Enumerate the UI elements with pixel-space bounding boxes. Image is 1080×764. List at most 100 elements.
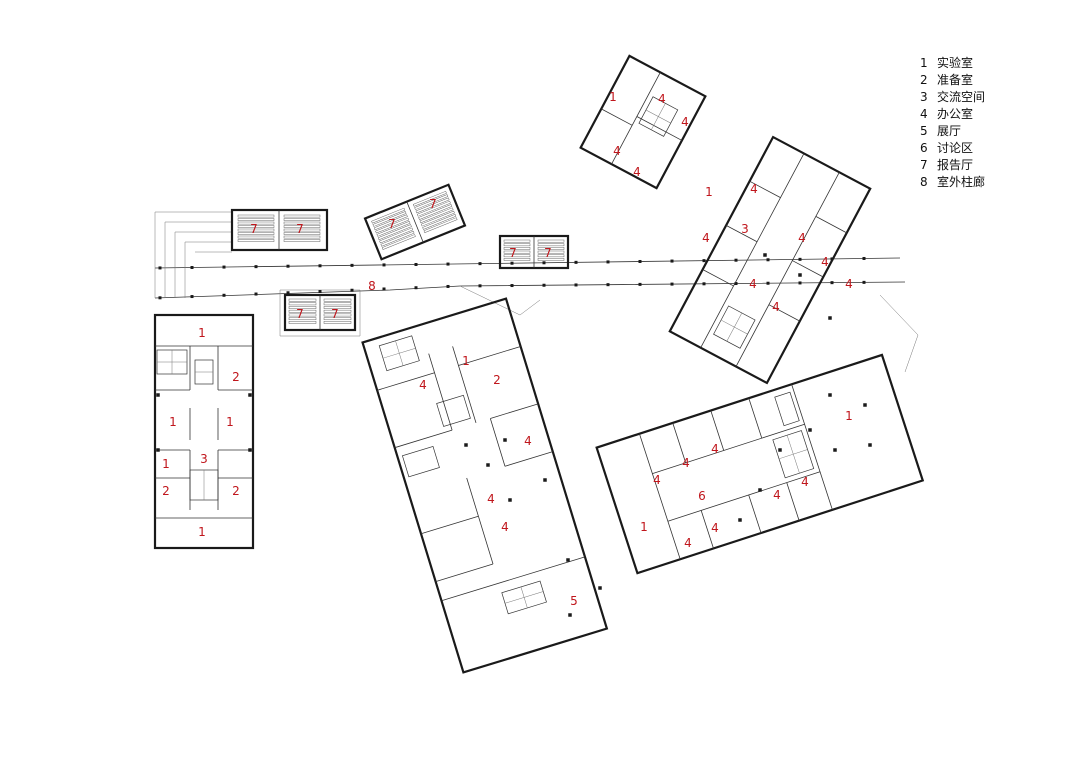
colonnade-column bbox=[734, 258, 738, 262]
aud-7: 7 bbox=[296, 307, 304, 321]
seat-row bbox=[503, 258, 531, 261]
colonnade-column bbox=[414, 262, 418, 266]
seat-row bbox=[503, 239, 531, 243]
c-hall: 5 bbox=[570, 594, 578, 608]
seat-row bbox=[237, 221, 275, 225]
seat-row bbox=[288, 317, 317, 321]
colonnade-column bbox=[734, 282, 738, 286]
colonnade-column bbox=[798, 281, 802, 285]
se-off-4: 4 bbox=[711, 521, 719, 535]
seat-row bbox=[323, 309, 352, 313]
colonnade-column bbox=[158, 296, 162, 300]
colonnade-column bbox=[350, 263, 354, 267]
aud-4: 7 bbox=[429, 197, 437, 211]
w-prep-2: 2 bbox=[162, 484, 170, 498]
c-off-1: 4 bbox=[419, 378, 427, 392]
aud-6: 7 bbox=[544, 246, 552, 260]
ne-off-4: 4 bbox=[633, 165, 641, 179]
structural-column bbox=[863, 403, 867, 407]
colonnade-column bbox=[702, 259, 706, 263]
colonnade-column bbox=[382, 263, 386, 267]
colonnade-column bbox=[542, 283, 546, 287]
seat-row bbox=[237, 235, 275, 239]
structural-column bbox=[763, 253, 767, 257]
structural-column bbox=[248, 393, 252, 397]
seat-row bbox=[323, 313, 352, 317]
seat-row bbox=[323, 321, 352, 324]
colonnade-column bbox=[190, 295, 194, 299]
seat-row bbox=[412, 190, 447, 207]
colonnade-column bbox=[798, 257, 802, 261]
e-off-3: 4 bbox=[798, 231, 806, 245]
se-off-5: 4 bbox=[684, 536, 692, 550]
e-lab-1: 1 bbox=[705, 185, 713, 199]
w-lab-2: 1 bbox=[169, 415, 177, 429]
seat-row bbox=[380, 230, 415, 247]
structural-column bbox=[758, 488, 762, 492]
seat-row bbox=[537, 254, 565, 258]
colonnade-column bbox=[286, 264, 290, 268]
w-prep-3: 2 bbox=[232, 484, 240, 498]
e-off-7: 4 bbox=[772, 300, 780, 314]
w-lab-top: 1 bbox=[198, 326, 206, 340]
colonnade-column bbox=[830, 281, 834, 285]
auditorium-bottom-left bbox=[283, 293, 357, 332]
structural-column bbox=[868, 443, 872, 447]
aud-5: 7 bbox=[509, 246, 517, 260]
seat-row bbox=[372, 211, 407, 227]
colonnade-column bbox=[158, 266, 162, 270]
se-off-2: 4 bbox=[682, 456, 690, 470]
seat-row bbox=[283, 225, 321, 228]
structural-column bbox=[486, 463, 490, 467]
colonnade-column bbox=[350, 288, 354, 292]
c-off-4: 4 bbox=[501, 520, 509, 534]
colonnade-column bbox=[382, 287, 386, 291]
seat-row bbox=[288, 321, 317, 324]
seat-row bbox=[283, 232, 321, 235]
aud-2: 7 bbox=[296, 222, 304, 236]
interior-columns bbox=[156, 253, 872, 617]
west-wing bbox=[153, 313, 255, 550]
w-lab-3: 1 bbox=[226, 415, 234, 429]
seat-row bbox=[419, 207, 454, 224]
aud-1: 7 bbox=[250, 222, 258, 236]
structural-column bbox=[828, 393, 832, 397]
structural-column bbox=[798, 273, 802, 277]
seat-row bbox=[283, 239, 321, 242]
structural-column bbox=[833, 448, 837, 452]
w-exch: 3 bbox=[200, 452, 208, 466]
seat-row bbox=[418, 204, 453, 220]
seat-row bbox=[414, 194, 449, 210]
colonnade-columns bbox=[158, 256, 866, 300]
colonnade-column bbox=[574, 283, 578, 287]
se-lab-big: 1 bbox=[845, 409, 853, 423]
colonnade-walkway bbox=[154, 211, 919, 373]
seat-row bbox=[377, 224, 412, 240]
colonnade: 8 bbox=[368, 279, 376, 293]
colonnade-column bbox=[254, 292, 258, 296]
colonnade-column bbox=[446, 284, 450, 288]
seat-row bbox=[237, 218, 275, 221]
colonnade-column bbox=[670, 259, 674, 263]
seat-row bbox=[237, 232, 275, 235]
w-lab-bot: 1 bbox=[198, 525, 206, 539]
colonnade-column bbox=[318, 264, 322, 268]
ne-lab-1: 1 bbox=[609, 90, 617, 104]
w-prep-1: 2 bbox=[232, 370, 240, 384]
seat-row bbox=[237, 214, 275, 218]
seat-row bbox=[371, 207, 406, 224]
auditorium-top-right bbox=[498, 234, 570, 270]
colonnade-column bbox=[446, 262, 450, 266]
structural-column bbox=[568, 613, 572, 617]
seat-row bbox=[283, 228, 321, 232]
seat-row bbox=[323, 317, 352, 321]
seat-row bbox=[237, 239, 275, 242]
structural-column bbox=[156, 393, 160, 397]
colonnade-column bbox=[670, 282, 674, 286]
se-off-7: 4 bbox=[773, 488, 781, 502]
